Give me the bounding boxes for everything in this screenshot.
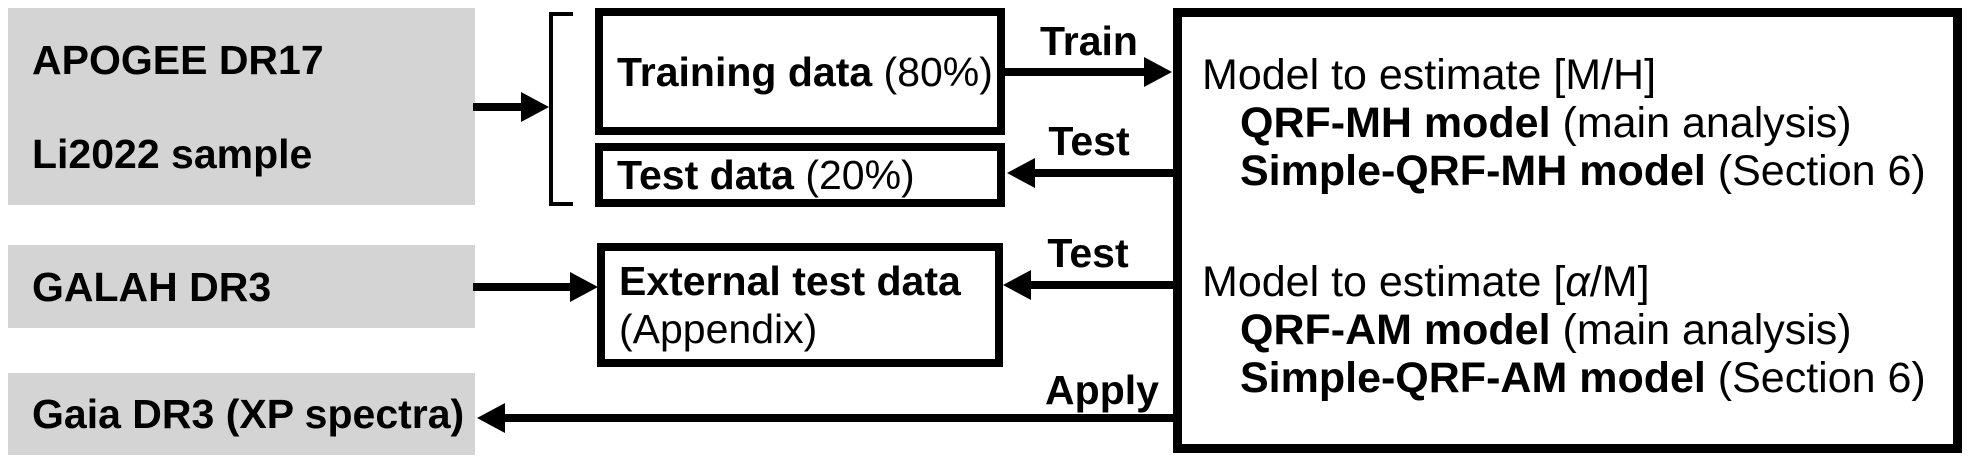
train-arrow-label: Train: [1040, 18, 1138, 64]
test-data-label-rest: (20%): [793, 152, 915, 198]
test-data-label: Test data (20%): [617, 151, 997, 199]
apogee-label-line2: Li2022 sample: [32, 130, 313, 177]
qrf-am-model-item: QRF-AM model (main analysis): [1182, 306, 1953, 354]
test-arrow-bottom-shaft: [1029, 281, 1173, 289]
train-test-split-bracket: [549, 12, 573, 206]
am-title-prefix: Model to estimate [: [1202, 258, 1566, 306]
apply-arrow-shaft: [503, 414, 1173, 422]
test-arrow-top-label: Test: [1048, 118, 1130, 164]
model-box: Model to estimate [M/H] QRF-MH model (ma…: [1173, 8, 1962, 453]
qrf-am-model-name: QRF-AM model: [1240, 306, 1551, 354]
galah-source-box: GALAH DR3: [8, 245, 475, 328]
qrf-mh-model-note: (main analysis): [1550, 99, 1852, 147]
am-title-suffix: /M]: [1589, 258, 1650, 306]
apogee-label-line1: APOGEE DR17: [32, 36, 324, 83]
training-data-label-bold: Training data: [617, 48, 873, 95]
test-data-label-bold: Test data: [617, 152, 794, 198]
alpha-symbol: α: [1565, 258, 1590, 306]
test-arrow-bottom-head: [1003, 270, 1031, 300]
simple-qrf-am-model-name: Simple-QRF-AM model: [1240, 354, 1706, 402]
apogee-to-split-arrow-head: [521, 92, 549, 122]
apogee-source-box: APOGEE DR17 Li2022 sample: [8, 8, 475, 205]
galah-to-external-arrow-head: [570, 272, 598, 302]
model-box-spacer: [1182, 195, 1953, 258]
apply-arrow-head: [477, 403, 505, 433]
simple-qrf-mh-model-note: (Section 6): [1705, 147, 1926, 195]
qrf-mh-model-name: QRF-MH model: [1240, 99, 1551, 147]
external-test-data-label: External test data: [619, 257, 995, 305]
am-model-title: Model to estimate [α/M]: [1182, 258, 1953, 306]
simple-qrf-am-model-item: Simple-QRF-AM model (Section 6): [1182, 354, 1953, 402]
gaia-source-box: Gaia DR3 (XP spectra): [8, 373, 475, 455]
simple-qrf-am-model-note: (Section 6): [1705, 354, 1926, 402]
training-data-box: Training data (80%): [595, 8, 1005, 135]
qrf-am-model-note: (main analysis): [1550, 306, 1852, 354]
training-data-label: Training data (80%): [617, 48, 997, 96]
test-arrow-bottom-label: Test: [1047, 230, 1129, 276]
simple-qrf-mh-model-name: Simple-QRF-MH model: [1240, 147, 1706, 195]
training-data-label-rest: (80%): [872, 48, 993, 95]
external-test-data-label-bold: External test data: [619, 258, 961, 304]
galah-to-external-arrow-shaft: [473, 283, 572, 291]
test-arrow-top-head: [1007, 158, 1035, 188]
qrf-mh-model-item: QRF-MH model (main analysis): [1182, 99, 1953, 147]
external-test-data-sublabel: (Appendix): [619, 306, 818, 352]
test-arrow-top-shaft: [1033, 169, 1173, 177]
external-test-data-box: External test data (Appendix): [597, 243, 1003, 367]
gaia-label: Gaia DR3 (XP spectra): [32, 391, 465, 437]
test-data-box: Test data (20%): [595, 143, 1005, 207]
simple-qrf-mh-model-item: Simple-QRF-MH model (Section 6): [1182, 147, 1953, 195]
train-arrow-shaft: [1005, 68, 1146, 76]
apogee-to-split-arrow-shaft: [473, 103, 523, 111]
apply-arrow-label: Apply: [1045, 367, 1159, 413]
mh-model-title: Model to estimate [M/H]: [1202, 51, 1657, 99]
train-arrow-head: [1144, 57, 1172, 87]
galah-label: GALAH DR3: [32, 263, 272, 310]
